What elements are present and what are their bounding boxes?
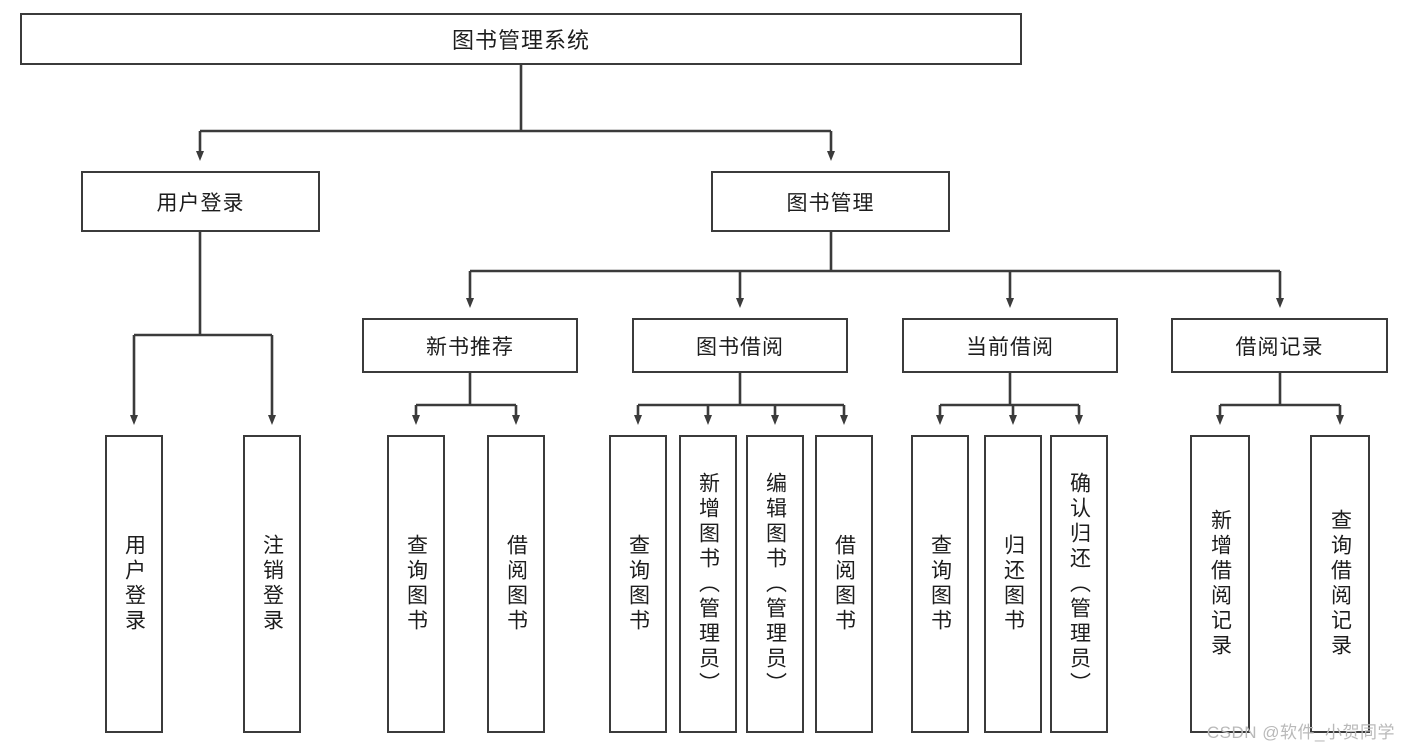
connector-group	[130, 65, 1344, 425]
node-book-manage[interactable]: 图书管理	[711, 171, 950, 232]
node-leaf-query-book-2[interactable]: 查询图书	[609, 435, 667, 733]
node-new-book-rec[interactable]: 新书推荐	[362, 318, 578, 373]
node-current-borrow[interactable]: 当前借阅	[902, 318, 1118, 373]
node-leaf-query-record[interactable]: 查询借阅记录	[1310, 435, 1370, 733]
node-root-label: 图书管理系统	[451, 28, 590, 53]
node-leaf-query-book-3-label: 查询图书	[928, 534, 952, 634]
node-user-login[interactable]: 用户登录	[81, 171, 320, 232]
node-borrow-record[interactable]: 借阅记录	[1171, 318, 1388, 373]
node-new-book-rec-label: 新书推荐	[426, 335, 514, 359]
node-leaf-confirm-return[interactable]: 确认归还（管理员）	[1050, 435, 1108, 733]
node-book-borrow-label: 图书借阅	[696, 335, 784, 359]
node-leaf-add-record[interactable]: 新增借阅记录	[1190, 435, 1250, 733]
node-leaf-confirm-return-label: 确认归还（管理员）	[1067, 471, 1091, 697]
node-leaf-add-record-label: 新增借阅记录	[1208, 509, 1232, 659]
node-leaf-edit-book[interactable]: 编辑图书（管理员）	[746, 435, 804, 733]
node-book-borrow[interactable]: 图书借阅	[632, 318, 848, 373]
node-user-login-label: 用户登录	[156, 191, 245, 215]
node-leaf-add-book[interactable]: 新增图书（管理员）	[679, 435, 737, 733]
node-leaf-query-record-label: 查询借阅记录	[1328, 509, 1352, 659]
node-leaf-borrow-book-2[interactable]: 借阅图书	[815, 435, 873, 733]
node-leaf-user-logout[interactable]: 注销登录	[243, 435, 301, 733]
node-leaf-query-book-2-label: 查询图书	[626, 534, 650, 634]
node-current-borrow-label: 当前借阅	[966, 335, 1054, 359]
node-leaf-add-book-label: 新增图书（管理员）	[696, 471, 720, 697]
node-leaf-user-login[interactable]: 用户登录	[105, 435, 163, 733]
node-leaf-borrow-book-2-label: 借阅图书	[832, 534, 856, 634]
node-leaf-query-book-1[interactable]: 查询图书	[387, 435, 445, 733]
node-leaf-return-book[interactable]: 归还图书	[984, 435, 1042, 733]
node-root[interactable]: 图书管理系统	[20, 13, 1022, 65]
node-leaf-borrow-book-1-label: 借阅图书	[504, 534, 528, 634]
node-leaf-return-book-label: 归还图书	[1001, 534, 1025, 634]
node-leaf-borrow-book-1[interactable]: 借阅图书	[487, 435, 545, 733]
node-leaf-edit-book-label: 编辑图书（管理员）	[763, 471, 787, 697]
node-leaf-user-login-label: 用户登录	[122, 534, 146, 634]
node-leaf-user-logout-label: 注销登录	[260, 534, 284, 634]
node-book-manage-label: 图书管理	[786, 191, 875, 215]
node-leaf-query-book-1-label: 查询图书	[404, 534, 428, 634]
node-borrow-record-label: 借阅记录	[1235, 335, 1324, 359]
node-leaf-query-book-3[interactable]: 查询图书	[911, 435, 969, 733]
